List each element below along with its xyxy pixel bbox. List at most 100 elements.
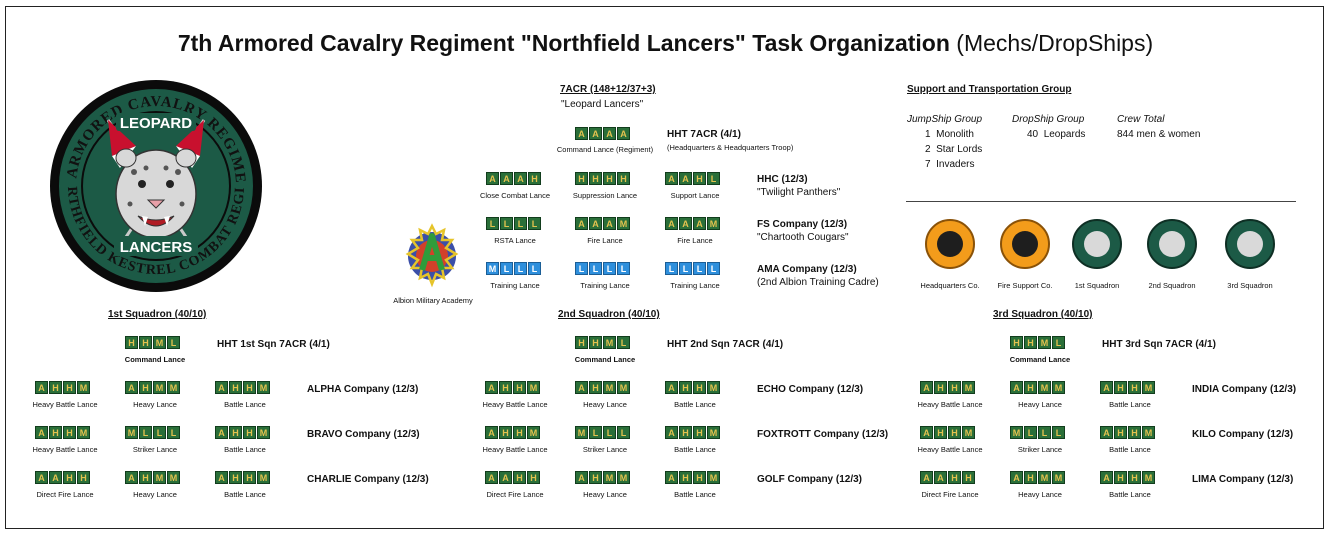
unit-cell: M xyxy=(707,471,720,484)
jumpship-row: 1 Monolith xyxy=(925,129,974,140)
unit-cell: A xyxy=(1100,381,1113,394)
unit-cell: A xyxy=(125,471,138,484)
unit-cell: L xyxy=(167,336,180,349)
unit-cell: L xyxy=(1052,336,1065,349)
lance-caption: Command Lance xyxy=(1009,355,1071,364)
unit-cell: H xyxy=(575,336,588,349)
lance-caption: Heavy Battle Lance xyxy=(917,400,983,409)
unit-cell: M xyxy=(77,426,90,439)
lance-caption: Heavy Lance xyxy=(133,490,177,499)
unit-cell: L xyxy=(575,262,588,275)
unit-cell: H xyxy=(63,471,76,484)
unit-cell: H xyxy=(229,381,242,394)
unit-cell: L xyxy=(617,336,630,349)
unit-cell: H xyxy=(243,381,256,394)
unit-cell: H xyxy=(1024,381,1037,394)
albion-academy-icon xyxy=(405,223,459,288)
squadron-header: 1st Squadron (40/10) xyxy=(108,309,207,320)
unit-cell: H xyxy=(513,471,526,484)
unit-cell: A xyxy=(575,471,588,484)
unit-cell: A xyxy=(575,381,588,394)
lance-caption: Heavy Lance xyxy=(1018,400,1062,409)
company-label: HHC (12/3) "Twilight Panthers" xyxy=(757,174,841,198)
unit-cell: A xyxy=(679,172,692,185)
lance-caption: Striker Lance xyxy=(1017,445,1063,454)
unit-cell: L xyxy=(528,217,541,230)
unit-cell: M xyxy=(603,381,616,394)
company-label: CHARLIE Company (12/3) xyxy=(307,474,429,485)
unit-cell: L xyxy=(617,262,630,275)
unit-cell: H xyxy=(575,172,588,185)
unit-cell: A xyxy=(215,426,228,439)
unit-cell: A xyxy=(485,381,498,394)
unit-cell: M xyxy=(257,381,270,394)
unit-cell: L xyxy=(486,217,499,230)
unit-cell: H xyxy=(589,172,602,185)
unit-cell: H xyxy=(1114,381,1127,394)
unit-cell: A xyxy=(665,426,678,439)
unit-cell: H xyxy=(693,381,706,394)
unit-cell: H xyxy=(1128,471,1141,484)
unit-cell: M xyxy=(962,426,975,439)
unit-cell: M xyxy=(1142,381,1155,394)
unit-cell: H xyxy=(948,381,961,394)
patch-caption: Fire Support Co. xyxy=(997,281,1053,290)
regiment-hht-note: (Headquarters & Headquarters Troop) xyxy=(667,143,794,152)
unit-cell: H xyxy=(528,172,541,185)
lance: A A H L xyxy=(665,172,720,185)
lance: H H H H xyxy=(575,172,630,185)
diagram-frame xyxy=(5,6,1324,529)
unit-cell: H xyxy=(139,336,152,349)
1st-squadron-patch-icon xyxy=(1072,219,1122,269)
squadron-hht-name: HHT 3rd Sqn 7ACR (4/1) xyxy=(1102,339,1216,350)
emblem-banner-bottom: LANCERS xyxy=(120,239,193,256)
unit-cell: H xyxy=(125,336,138,349)
lance-caption: Direct Fire Lance xyxy=(486,490,544,499)
unit-cell: M xyxy=(527,426,540,439)
unit-cell: H xyxy=(229,471,242,484)
lance-caption: Battle Lance xyxy=(674,445,716,454)
unit-cell: M xyxy=(153,336,166,349)
unit-cell: H xyxy=(617,172,630,185)
unit-cell: H xyxy=(679,471,692,484)
unit-cell: H xyxy=(1024,471,1037,484)
unit-cell: H xyxy=(693,426,706,439)
fire-support-patch-icon xyxy=(1000,219,1050,269)
emblem-banner-top: LEOPARD xyxy=(120,115,192,132)
unit-cell: A xyxy=(125,381,138,394)
unit-cell: H xyxy=(679,426,692,439)
regiment-hht-name: HHT 7ACR (4/1) (Headquarters & Headquart… xyxy=(667,129,794,152)
unit-cell: H xyxy=(934,381,947,394)
unit-cell: M xyxy=(603,336,616,349)
jumpship-row: 2 Star Lords xyxy=(925,144,983,155)
lance: M L L L xyxy=(486,262,541,275)
unit-cell: H xyxy=(934,426,947,439)
unit-cell: L xyxy=(693,262,706,275)
regiment-command-lance: A A A A xyxy=(575,127,630,140)
lance-caption: Training Lance xyxy=(580,281,630,290)
title-main: 7th Armored Cavalry Regiment "Northfield… xyxy=(177,30,950,56)
unit-cell: L xyxy=(589,262,602,275)
unit-cell: L xyxy=(500,217,513,230)
unit-cell: H xyxy=(139,471,152,484)
lance-caption: Battle Lance xyxy=(1109,445,1151,454)
unit-cell: A xyxy=(485,471,498,484)
unit-cell: L xyxy=(679,262,692,275)
unit-cell: A xyxy=(499,471,512,484)
company-label: FS Company (12/3) "Chartooth Cougars" xyxy=(757,219,849,243)
unit-cell: L xyxy=(707,172,720,185)
squadron-header: 2nd Squadron (40/10) xyxy=(558,309,660,320)
unit-cell: A xyxy=(665,471,678,484)
unit-cell: M xyxy=(707,381,720,394)
3rd-squadron-patch-icon xyxy=(1225,219,1275,269)
